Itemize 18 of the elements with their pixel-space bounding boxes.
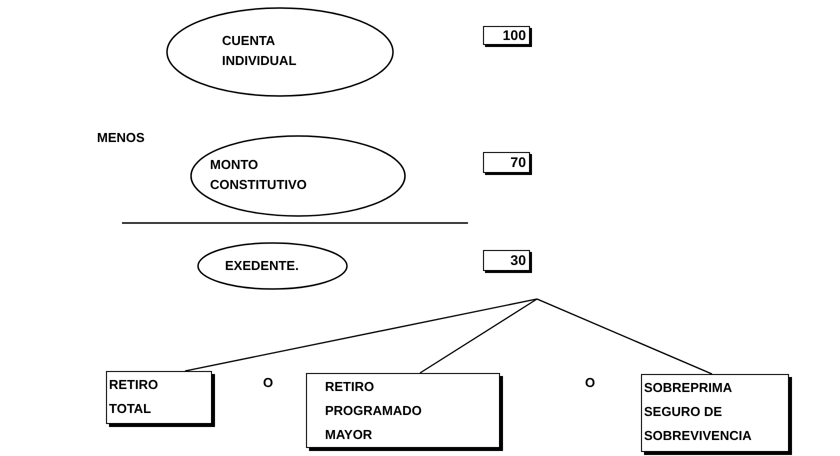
branch-line	[536, 298, 712, 375]
operation-label: MENOS	[97, 130, 145, 145]
node-text: EXEDENTE.	[225, 257, 300, 275]
option-box: RETIRO TOTAL	[106, 371, 212, 424]
branch-line	[420, 298, 538, 374]
value-box: 70	[483, 152, 530, 173]
ellipse-node	[166, 7, 394, 97]
ellipse-node	[197, 242, 348, 290]
value-box: 100	[483, 26, 530, 45]
option-box: SOBREPRIMA SEGURO DE SOBREVIVENCIA	[641, 374, 789, 452]
or-label: O	[263, 375, 274, 390]
node-text: MONTO CONSTITUTIVO	[210, 156, 308, 194]
or-label: O	[585, 375, 596, 390]
ellipse-node	[190, 135, 406, 217]
node-text: CUENTA INDIVIDUAL	[222, 32, 298, 70]
option-box: RETIRO PROGRAMADO MAYOR	[306, 373, 500, 448]
value-box: 30	[483, 250, 530, 271]
branch-line	[184, 298, 538, 372]
